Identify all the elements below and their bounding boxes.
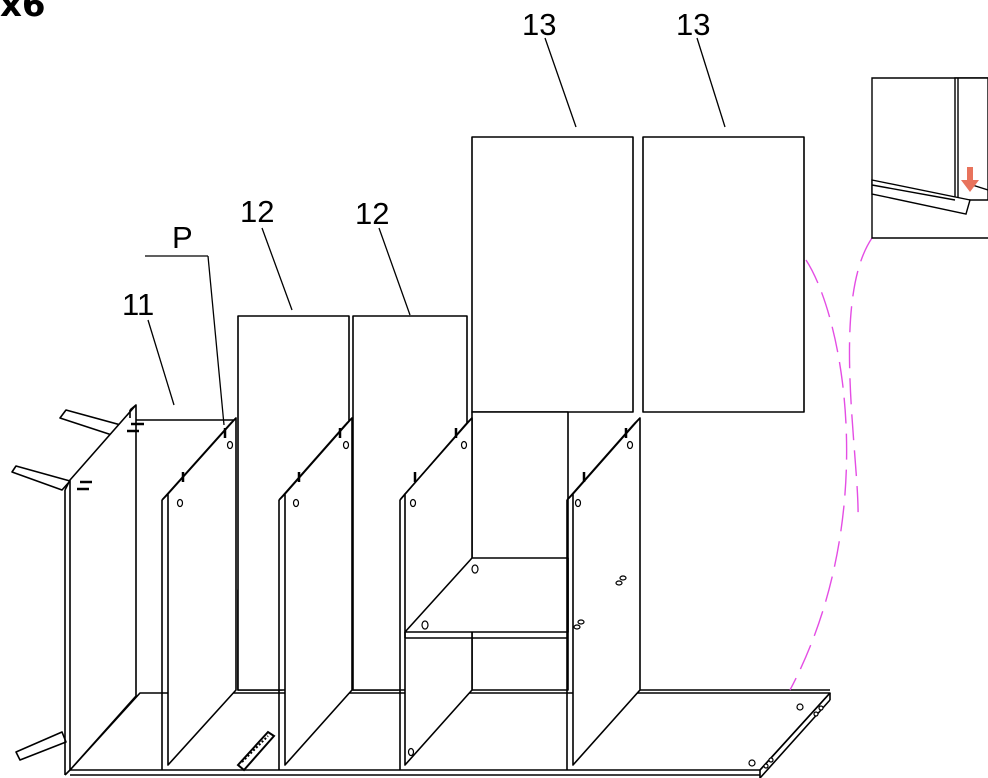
cabinet-carcass bbox=[11, 136, 831, 778]
label-part-13-left: 13 bbox=[522, 7, 556, 42]
shelf bbox=[404, 557, 569, 633]
back-panel-13-left bbox=[471, 136, 634, 413]
label-part-12-right: 12 bbox=[355, 196, 389, 231]
label-part-11: 11 bbox=[122, 287, 154, 322]
fittings bbox=[176, 440, 824, 769]
label-part-13-right: 13 bbox=[676, 7, 710, 42]
label-part-p: P bbox=[172, 220, 193, 255]
down-arrow-icon bbox=[961, 167, 979, 192]
detail-inset bbox=[871, 77, 988, 239]
pins bbox=[77, 422, 628, 491]
rail bbox=[236, 730, 276, 772]
leg-middle bbox=[11, 465, 71, 491]
quantity-label: x6 bbox=[0, 0, 46, 25]
guide-curve bbox=[789, 237, 873, 691]
back-panel-13-right bbox=[642, 136, 805, 413]
leader-lines bbox=[145, 37, 726, 426]
leg-bottom bbox=[15, 731, 67, 761]
label-part-12-left: 12 bbox=[240, 194, 274, 229]
